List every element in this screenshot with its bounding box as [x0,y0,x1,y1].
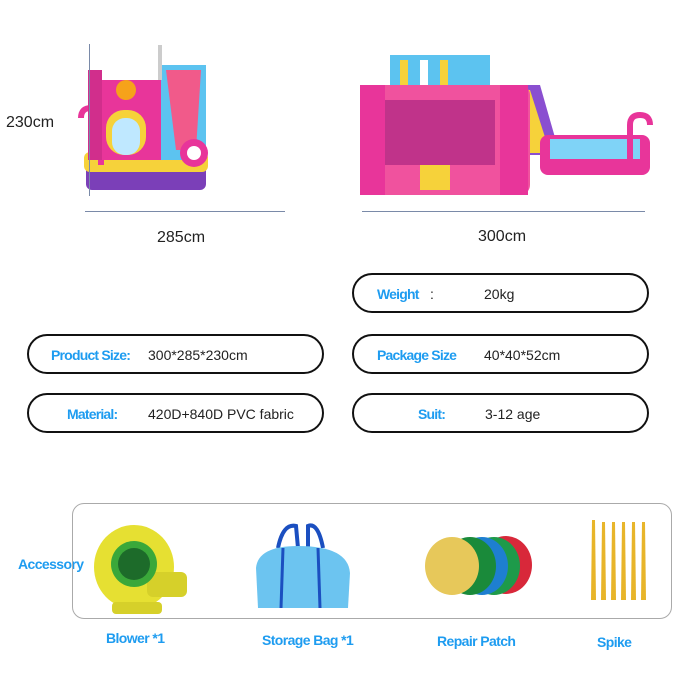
material-label: Material: [67,406,118,422]
product-size-value: 300*285*230cm [148,347,248,363]
bounce-house-side-image [360,55,653,195]
width-dimension-label-left: 285cm [157,229,206,246]
material-spec: Material: 420D+840D PVC fabric [27,393,324,433]
weight-spec: Weight : 20kg [352,273,649,313]
width-dimension-line-left [85,211,285,212]
height-dimension-label: 230cm [6,114,55,131]
bounce-house-front-image [78,45,208,190]
suit-spec: Suit: 3-12 age [352,393,649,433]
spike-icon [591,520,646,600]
accessory-item-spike-label: Spike [597,634,632,650]
package-size-label: Package Size [377,347,457,363]
suit-value: 3-12 age [485,406,541,422]
repair-patch-icon [425,536,532,595]
weight-value: 20kg [484,286,515,302]
width-dimension-label-right: 300cm [478,228,527,245]
product-size-label: Product Size: [51,347,131,363]
weight-label: Weight [377,286,419,302]
blower-icon [94,525,187,614]
accessory-box [72,503,672,619]
material-value: 420D+840D PVC fabric [148,406,294,422]
suit-label: Suit: [418,406,446,422]
accessory-item-blower-label: Blower *1 [106,630,165,646]
storage-bag-icon [256,523,350,609]
product-size-spec: Product Size: 300*285*230cm [27,334,324,374]
package-size-spec: Package Size 40*40*52cm [352,334,649,374]
width-dimension-line-right [362,211,645,212]
accessory-item-storage-bag-label: Storage Bag *1 [262,632,354,648]
package-size-value: 40*40*52cm [484,347,561,363]
weight-sep: : [430,286,434,302]
height-dimension-line [89,44,90,196]
accessory-title: Accessory [18,556,84,572]
accessory-item-repair-patch-label: Repair Patch [437,633,516,649]
